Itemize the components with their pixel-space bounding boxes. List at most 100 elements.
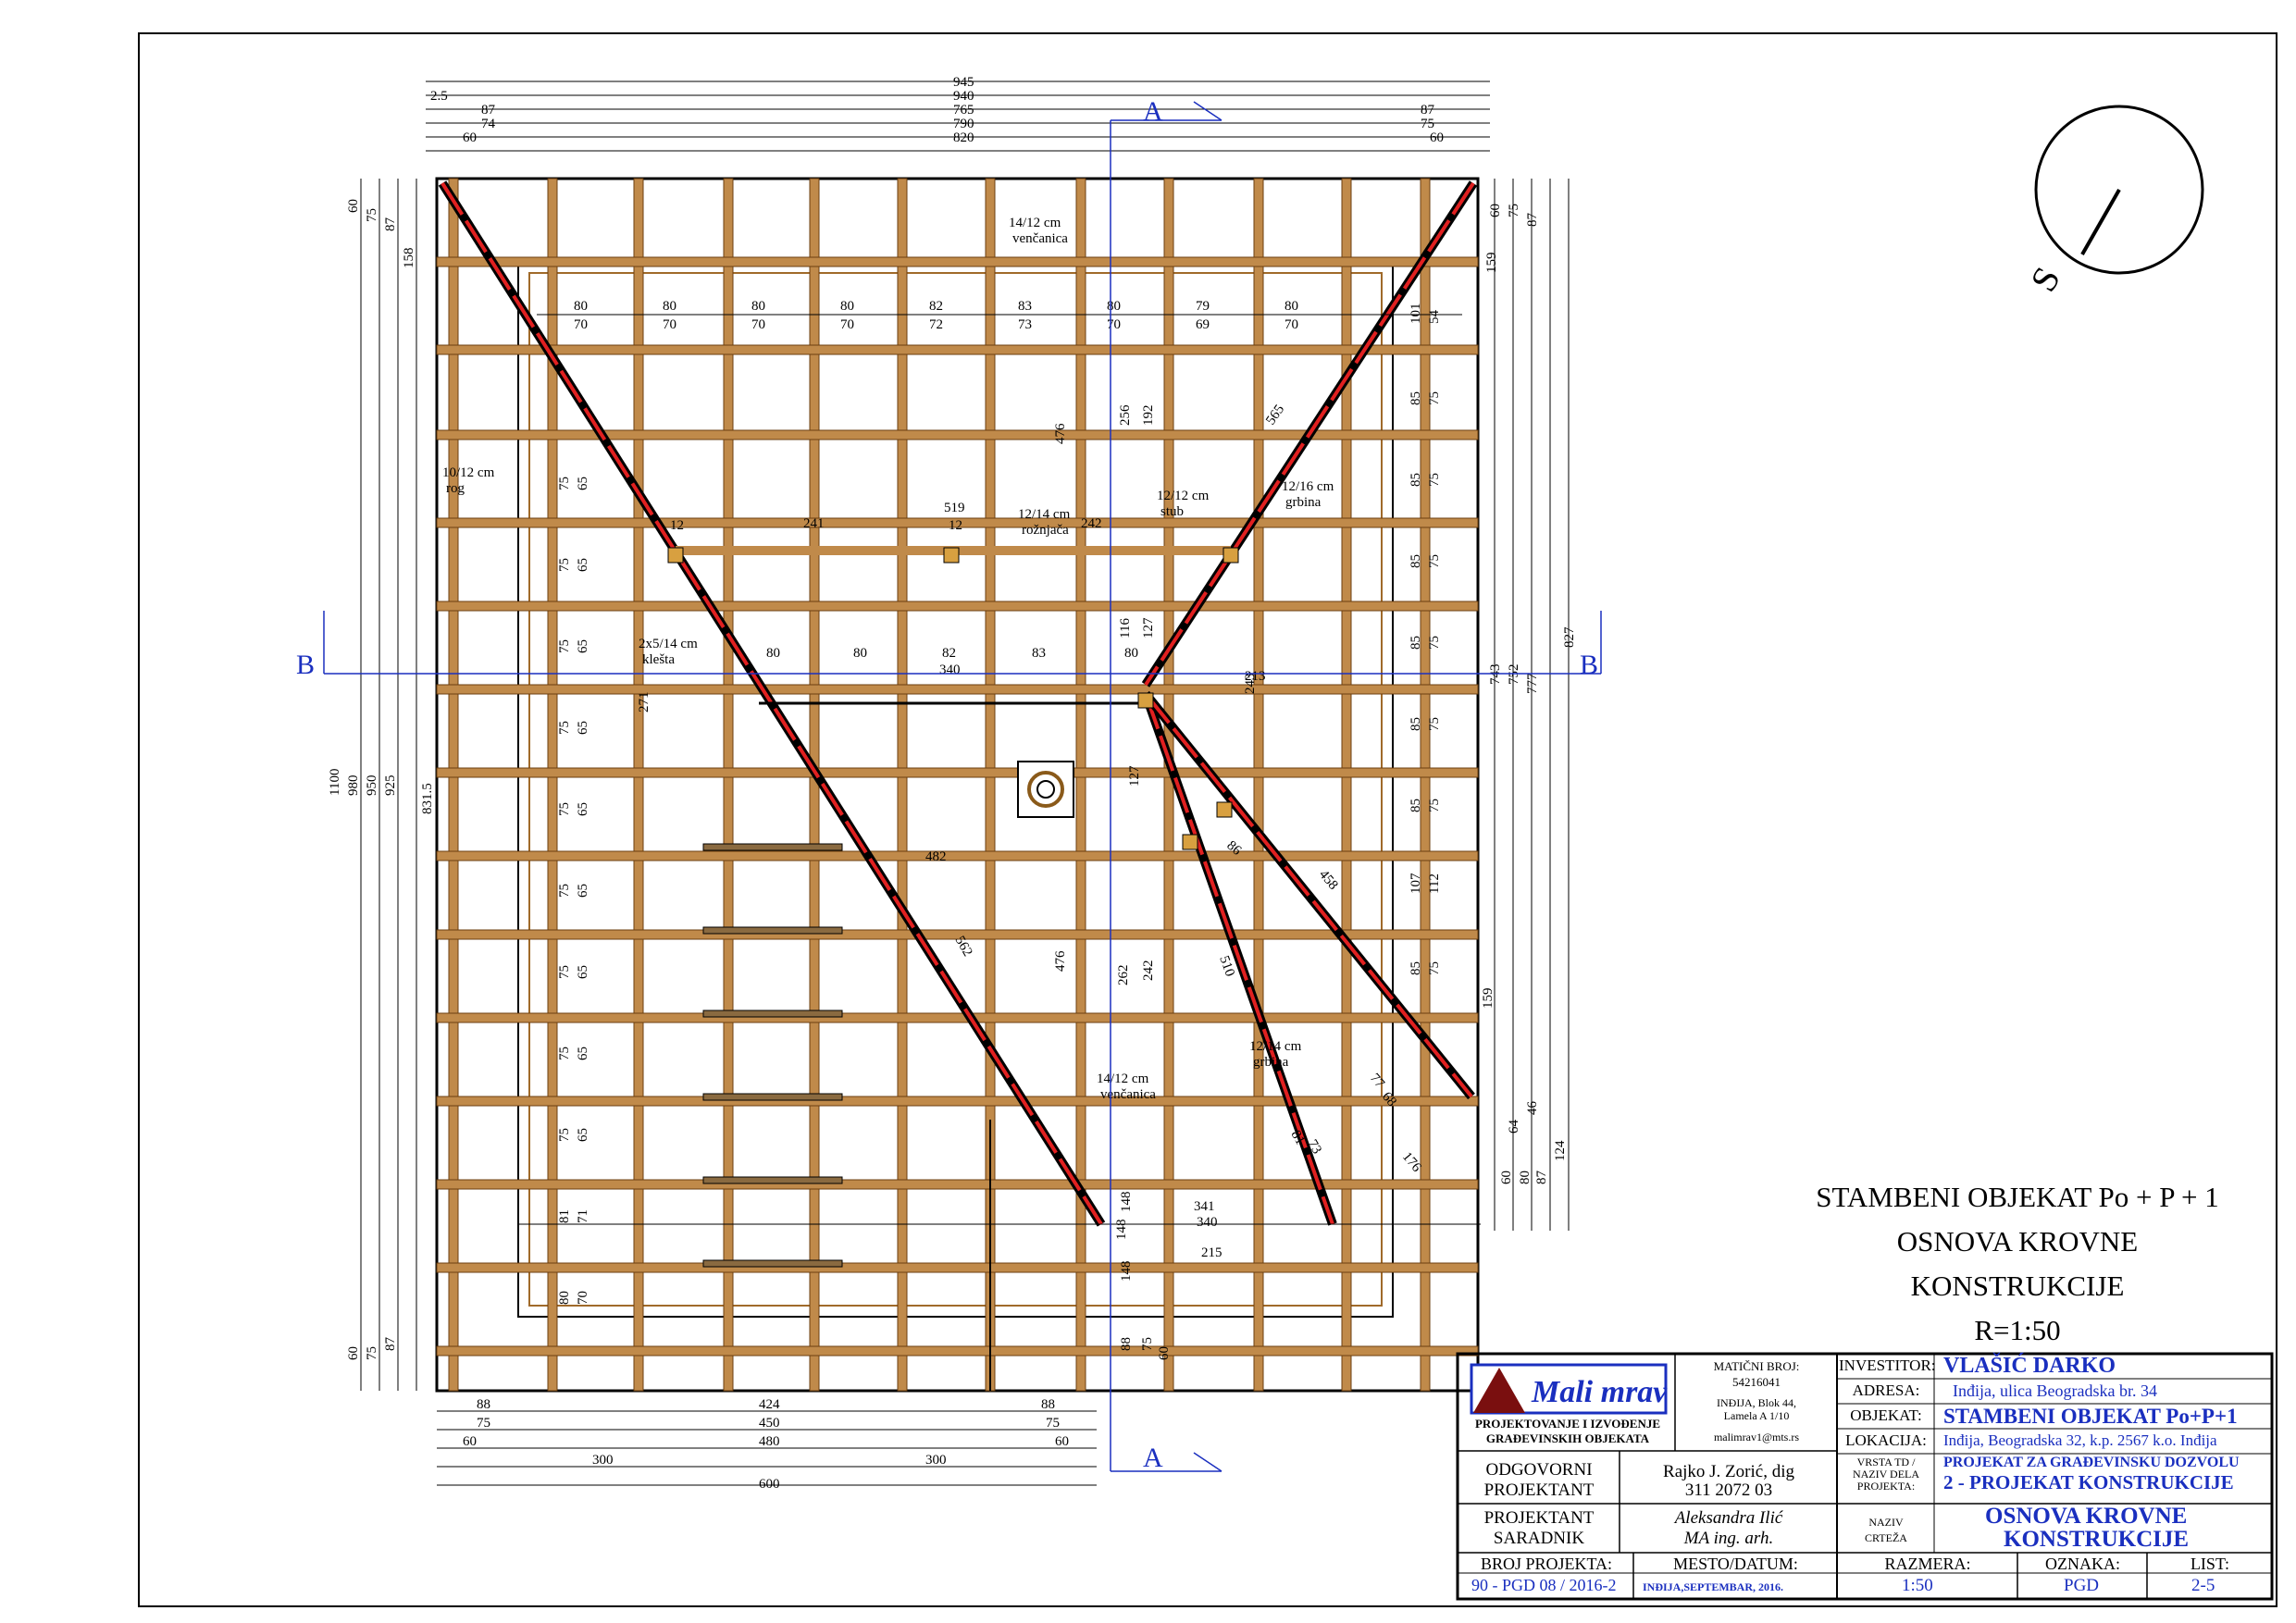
member-label-6: 12/14 cm [1249, 1039, 1302, 1054]
dim-bottom-3: 75 [477, 1416, 490, 1431]
spacing-left-8: 75 [557, 802, 572, 816]
adresa-value: Inđija, ulica Beogradska br. 34 [1953, 1381, 2157, 1400]
rafter-v-5 [897, 178, 908, 1392]
post-4 [1216, 801, 1233, 818]
member-label-sub-0: venčanica [1012, 231, 1068, 246]
dim-top-11: 60 [1430, 130, 1444, 145]
spacing-top-a-5: 83 [1018, 299, 1032, 314]
member-label-sub-6: grbina [1253, 1055, 1289, 1070]
spacing-mid-1: 80 [853, 646, 867, 661]
rafters-horizontal [436, 256, 1479, 1357]
dim-top-7: 60 [463, 130, 477, 145]
mb-value: 54216041 [1732, 1375, 1781, 1389]
spacing-top-b-8: 70 [1285, 317, 1298, 332]
drawing-title-line2: OSNOVA KROVNE [1896, 1225, 2139, 1258]
member-length-24: 340 [1197, 1215, 1218, 1230]
spacing-left-5: 65 [576, 639, 590, 653]
dim-top-6: 74 [481, 117, 496, 131]
post-2 [1222, 547, 1239, 564]
spacing-right-7: 75 [1427, 554, 1442, 568]
rafter-h-7 [436, 850, 1479, 861]
investor-label: INVESTITOR: [1839, 1357, 1936, 1374]
address2: Lamela A 1/10 [1723, 1409, 1790, 1422]
dim-right-13: 64 [1507, 1120, 1521, 1134]
dim-left-9: 60 [346, 1346, 361, 1360]
spacing-left-14: 75 [557, 1047, 572, 1060]
naziv-value1: OSNOVA KROVNE [1985, 1504, 2188, 1529]
north-compass: S [2022, 105, 2204, 298]
objekat-value: STAMBENI OBJEKAT Po+P+1 [1943, 1405, 2238, 1428]
member-label-sub-1: rog [446, 481, 465, 496]
vrsta-label2: NAZIV DELA [1852, 1468, 1920, 1481]
dim-top-9: 87 [1421, 103, 1435, 118]
member-length-5: 116 [1118, 618, 1133, 638]
section-mark-a-bottom: A [1143, 1443, 1163, 1473]
member-label-7: 14/12 cm [1097, 1072, 1149, 1086]
rafter-v-3 [723, 178, 734, 1392]
member-length-15: 458 [1316, 867, 1341, 893]
spacing-top-a-6: 80 [1107, 299, 1121, 314]
objekat-label: OBJEKAT: [1850, 1406, 1922, 1424]
member-length-20: 73 [1305, 1137, 1324, 1157]
spacing-left-20: 80 [557, 1291, 572, 1305]
member-length-11: 482 [925, 849, 947, 864]
mesto-label: MESTO/DATUM: [1673, 1555, 1798, 1573]
mesto-value: INĐIJA,SEPTEMBAR, 2016. [1643, 1580, 1784, 1593]
member-length-23: 341 [1194, 1199, 1215, 1214]
spacing-left-17: 65 [576, 1128, 590, 1142]
klesta-3 [702, 1093, 843, 1101]
chimney [1017, 761, 1074, 818]
company-sub2: GRAĐEVINSKIH OBJEKATA [1485, 1431, 1650, 1445]
spacing-mid-8: 242 [1081, 516, 1102, 531]
spacing-right-2: 85 [1409, 391, 1423, 405]
spacing-left-6: 75 [557, 721, 572, 735]
spacing-right-4: 85 [1409, 473, 1423, 487]
dim-left-3: 158 [402, 248, 416, 269]
spacing-left-11: 65 [576, 884, 590, 898]
address1: INĐIJA, Blok 44, [1717, 1396, 1796, 1409]
spacing-right-17: 75 [1427, 961, 1442, 975]
member-length-28: 148 [1119, 1261, 1134, 1282]
member-length-2: 476 [1053, 423, 1068, 444]
drawing-title-line1: STAMBENI OBJEKAT Po + P + 1 [1816, 1181, 2219, 1213]
spacing-top-b-0: 70 [574, 317, 588, 332]
rafter-h-2 [436, 429, 1479, 440]
dim-top-5: 87 [481, 103, 496, 118]
oznaka-label: OZNAKA: [2045, 1555, 2120, 1573]
rafter-h-11 [436, 1179, 1479, 1190]
spacing-right-8: 85 [1409, 636, 1423, 650]
spacing-top-a-3: 80 [840, 299, 854, 314]
section-mark-b-left: B [296, 650, 315, 680]
member-length-1: 565 [1263, 403, 1287, 428]
spacing-top-b-3: 70 [840, 317, 854, 332]
spacing-top-a-8: 80 [1285, 299, 1298, 314]
dim-left-7: 925 [383, 775, 398, 797]
dim-top-10: 75 [1421, 117, 1434, 131]
odg-value1: Rajko J. Zorić, dig [1663, 1462, 1794, 1481]
spacing-mid-2: 82 [942, 646, 956, 661]
spacing-right-16: 85 [1409, 961, 1423, 975]
rafter-v-1 [547, 178, 558, 1392]
spacing-left-1: 65 [576, 477, 590, 490]
company-sub1: PROJEKTOVANJE I IZVOĐENJE [1474, 1417, 1661, 1431]
hip-centre-0 [441, 181, 1103, 1226]
member-label-1: 10/12 cm [442, 465, 495, 480]
rafter-v-10 [1341, 178, 1352, 1392]
drawing-title: STAMBENI OBJEKAT Po + P + 1 OSNOVA KROVN… [1758, 1175, 2277, 1353]
member-length-10: 476 [1053, 950, 1068, 972]
dim-right-4: 827 [1562, 626, 1577, 648]
dim-right-3: 159 [1484, 253, 1499, 274]
member-length-30: 75 [1140, 1337, 1155, 1351]
spacing-top-b-6: 70 [1107, 317, 1121, 332]
klesta-1 [702, 926, 843, 935]
rafter-v-8 [1163, 178, 1174, 1392]
drawing-title-line3: KONSTRUKCIJE [1910, 1270, 2125, 1302]
vrsta-value2: 2 - PROJEKAT KONSTRUKCIJE [1943, 1471, 2234, 1493]
rafter-h-0 [436, 256, 1479, 267]
odg-label2: PROJEKTANT [1483, 1481, 1595, 1500]
spacing-mid-3: 83 [1032, 646, 1046, 661]
rafter-v-9 [1253, 178, 1264, 1392]
title-block-frame [1456, 1352, 2274, 1601]
dim-right-1: 75 [1507, 204, 1521, 217]
hip-centre-3 [1144, 692, 1473, 1098]
